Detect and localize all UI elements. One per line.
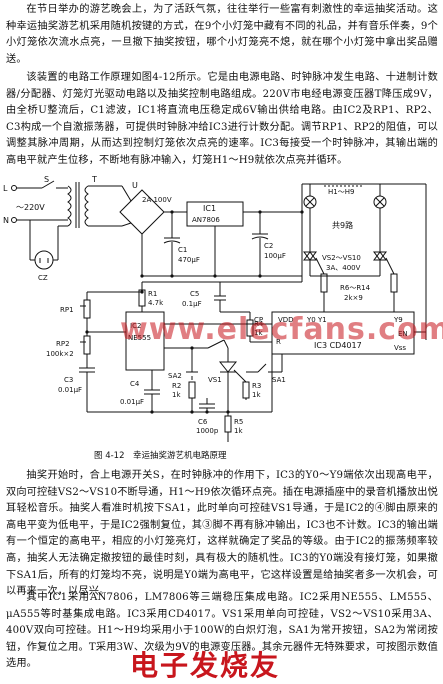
- label-R2: R2: [172, 382, 181, 390]
- label-IC2: IC2: [130, 322, 141, 330]
- label-R3-val: 1k: [252, 391, 261, 399]
- label-R4-val: 1k: [254, 329, 263, 337]
- label-VS-spec: 3A、400V: [326, 264, 361, 272]
- label-220v: ～220V: [16, 203, 45, 212]
- label-Y0: Y0 Y1: [306, 316, 327, 324]
- label-IC1: IC1: [203, 204, 216, 213]
- components-paragraph: 其中IC1采用AN7806，LM7806等三端稳压集成电路。IC2采用NE555…: [6, 592, 438, 670]
- label-C2: C2: [264, 242, 273, 250]
- label-IC1-part: AN7806: [192, 216, 220, 224]
- watermark-url: www.elecfans.com: [120, 312, 443, 347]
- label-L: L: [3, 184, 8, 193]
- principle-paragraph: 该装置的电路工作原理如图4-12所示。它是由电源电路、时钟脉冲发生电路、十进制计…: [6, 72, 438, 166]
- label-CZ: CZ: [38, 274, 48, 282]
- label-SA1: SA1: [272, 376, 286, 384]
- label-C4-val: 0.01μF: [120, 398, 144, 406]
- label-R3: R3: [252, 382, 261, 390]
- label-R1: R1: [148, 290, 157, 298]
- label-RP1: RP1: [60, 306, 74, 314]
- label-C1-val: 470μF: [178, 256, 200, 264]
- label-VS1: VS1: [208, 376, 222, 384]
- label-IC3: IC3 CD4017: [314, 341, 362, 350]
- label-SA2: SA2: [168, 372, 182, 380]
- label-U: U: [132, 181, 138, 190]
- watermark-brand: 电子发烧友: [130, 649, 281, 682]
- label-RP2-val: 100k×2: [46, 350, 74, 358]
- label-U-spec: 2A 100V: [142, 196, 172, 204]
- label-C4: C4: [130, 380, 140, 388]
- intro-paragraph: 在节日举办的游艺晚会上，为了活跃气氛，往往举行一些富有刺激性的幸运抽奖活动。这种…: [6, 4, 438, 65]
- label-C6-val: 1000p: [196, 427, 219, 435]
- label-VSS: Vss: [394, 344, 406, 352]
- label-C5: C5: [190, 290, 199, 298]
- label-C3: C3: [64, 376, 73, 384]
- circuit-diagram: L N S T ～220V U 2A 100V IC1 AN7806 C1 47…: [3, 175, 427, 461]
- operation-paragraph: 抽奖开始时，合上电源开关S，在时钟脉冲的作用下，IC3的Y0～Y9端依次出现高电…: [6, 470, 438, 598]
- label-C6: C6: [198, 418, 208, 426]
- label-R5: R5: [234, 418, 243, 426]
- label-RP2: RP2: [56, 340, 70, 348]
- label-H: H1～H9: [328, 188, 354, 196]
- label-S: S: [44, 175, 49, 184]
- label-EN: EN: [398, 330, 408, 338]
- label-T: T: [91, 175, 97, 184]
- label-R2-val: 1k: [172, 391, 181, 399]
- label-N: N: [3, 216, 9, 225]
- label-R5-val: 1k: [234, 427, 243, 435]
- label-Y9: Y9: [393, 316, 403, 324]
- label-R-pin: R: [276, 338, 281, 346]
- label-C1: C1: [178, 246, 187, 254]
- label-R1-val: 4.7k: [148, 299, 164, 307]
- label-VS: VS2～VS10: [322, 254, 361, 262]
- label-VDD: VDD: [278, 316, 294, 324]
- label-Rg-val: 2k×9: [344, 294, 363, 302]
- label-lamps: 共9路: [332, 220, 353, 230]
- label-C3-val: 0.01μF: [58, 386, 82, 394]
- label-Rg: R6～R14: [340, 284, 371, 292]
- label-R4: R4: [254, 320, 264, 328]
- label-CP: CP: [254, 316, 263, 324]
- label-C2-val: 100μF: [264, 252, 286, 260]
- figure-caption: 图 4-12 幸运抽奖游艺机电路原理: [94, 450, 227, 461]
- label-IC2-part: NE555: [128, 334, 151, 342]
- label-C5-val: 0.1μF: [182, 300, 202, 308]
